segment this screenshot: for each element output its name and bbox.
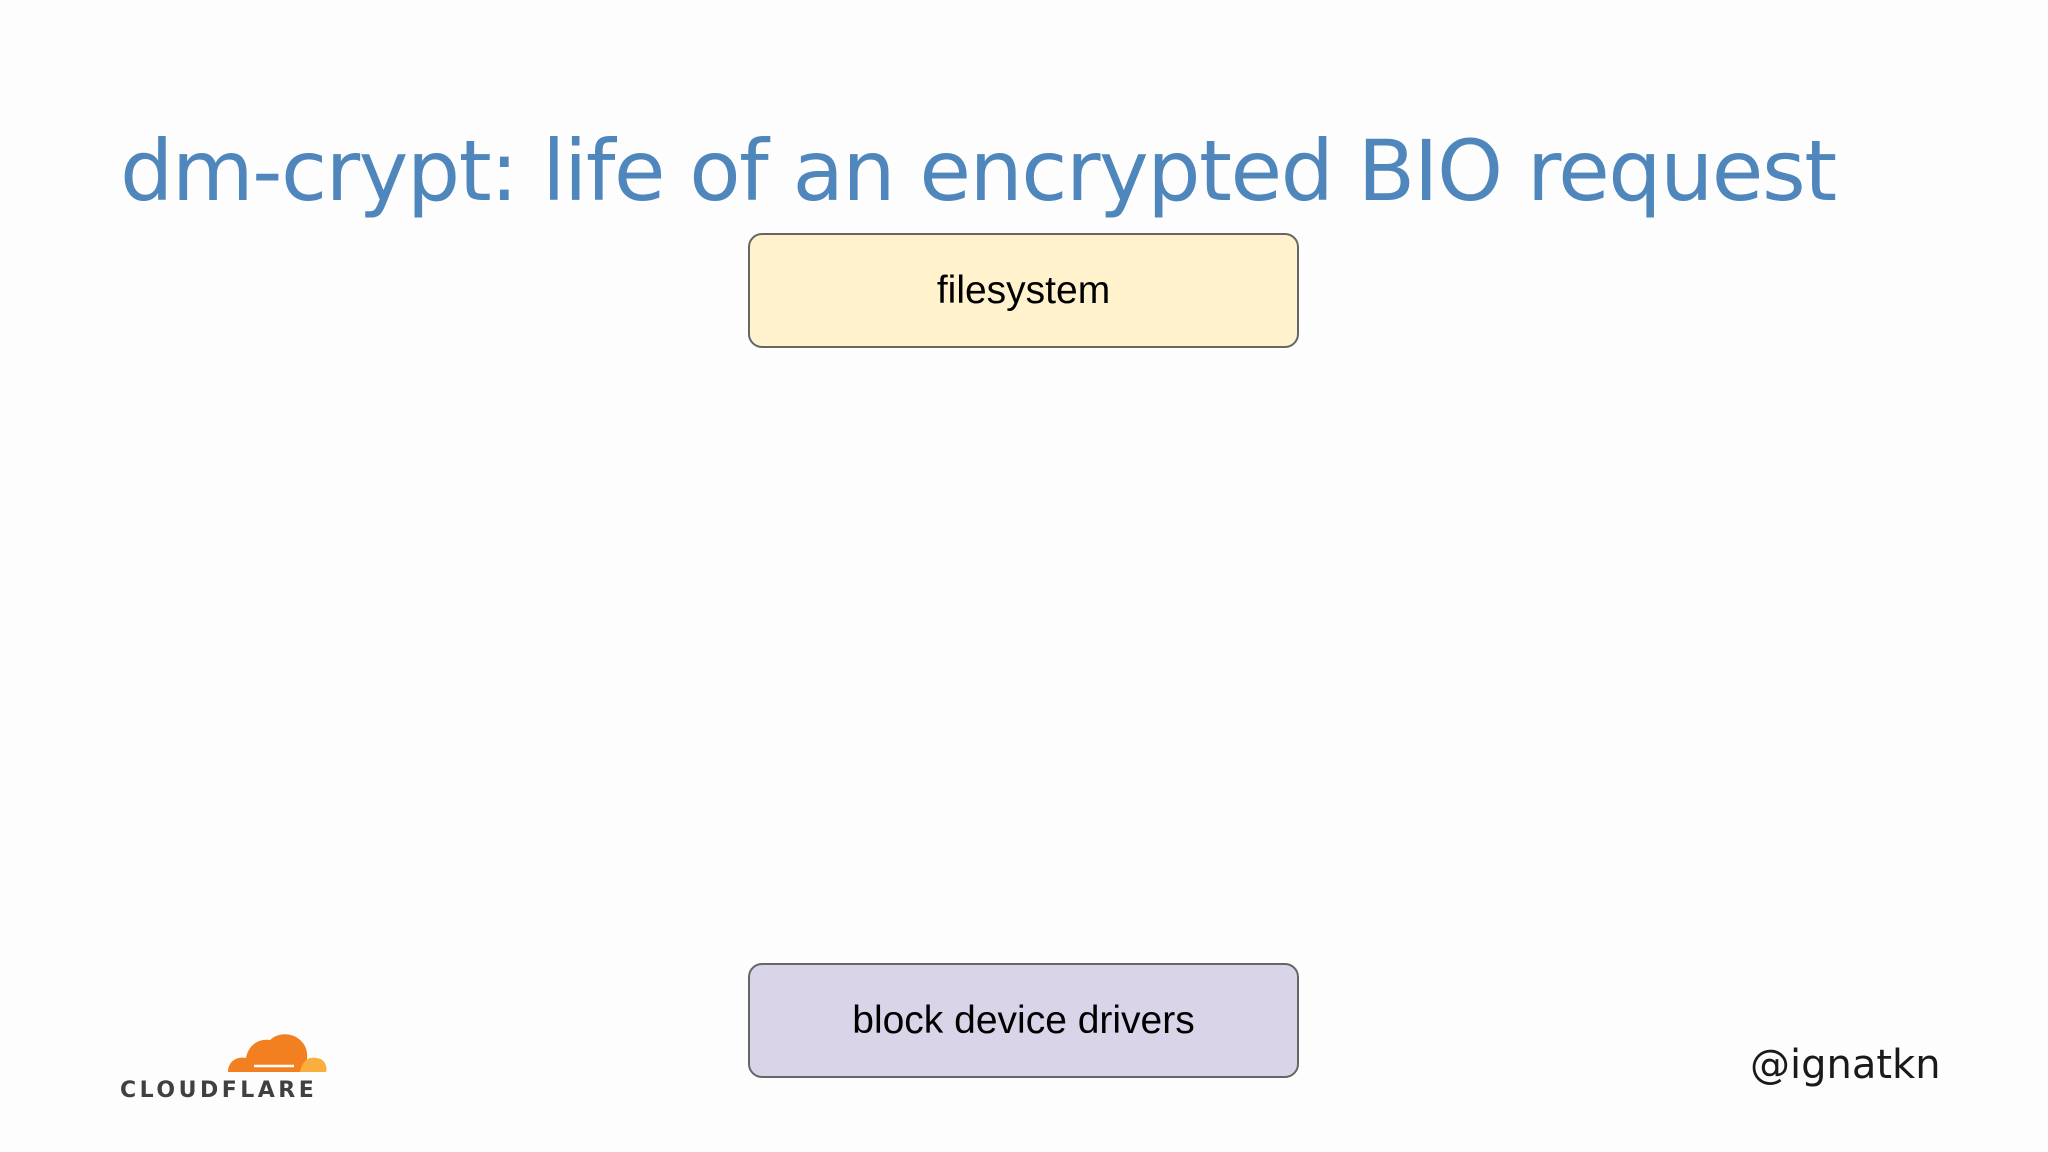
block-device-drivers-box: block device drivers [748, 963, 1299, 1078]
author-handle: @ignatkn [1750, 1042, 1941, 1088]
cloudflare-logo: CLOUDFLARE [120, 1028, 330, 1108]
slide-title: dm-crypt: life of an encrypted BIO reque… [120, 122, 1837, 220]
cloudflare-wordmark: CLOUDFLARE [120, 1078, 318, 1103]
cloudflare-cloud-icon [228, 1034, 327, 1072]
filesystem-box: filesystem [748, 233, 1299, 348]
block-device-drivers-label: block device drivers [852, 998, 1195, 1042]
filesystem-label: filesystem [936, 268, 1111, 312]
